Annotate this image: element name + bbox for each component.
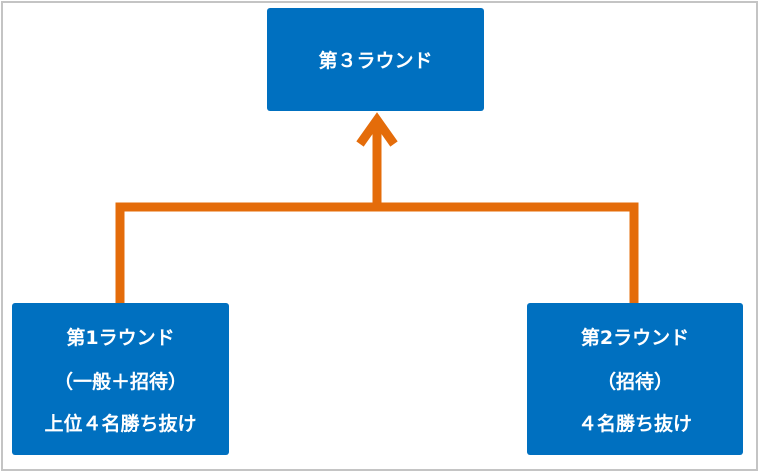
round-2-participants: （招待） [596,371,673,393]
arrow-head-icon [356,112,398,147]
round-3-box: 第３ラウンド [267,8,484,111]
round-2-advance-rule: ４名勝ち抜け [577,413,692,435]
connector-bracket [115,202,639,303]
round-3-label: 第３ラウンド [318,50,433,72]
round-2-title: 第2ラウンド [580,327,690,349]
round-1-participants: （一般＋招待） [53,371,187,393]
round-1-title: 第1ラウンド [66,327,175,349]
round-1-advance-rule: 上位４名勝ち抜け [44,413,197,435]
round-1-box: 第1ラウンド （一般＋招待） 上位４名勝ち抜け [12,303,229,455]
round-2-box: 第2ラウンド （招待） ４名勝ち抜け [527,303,743,455]
